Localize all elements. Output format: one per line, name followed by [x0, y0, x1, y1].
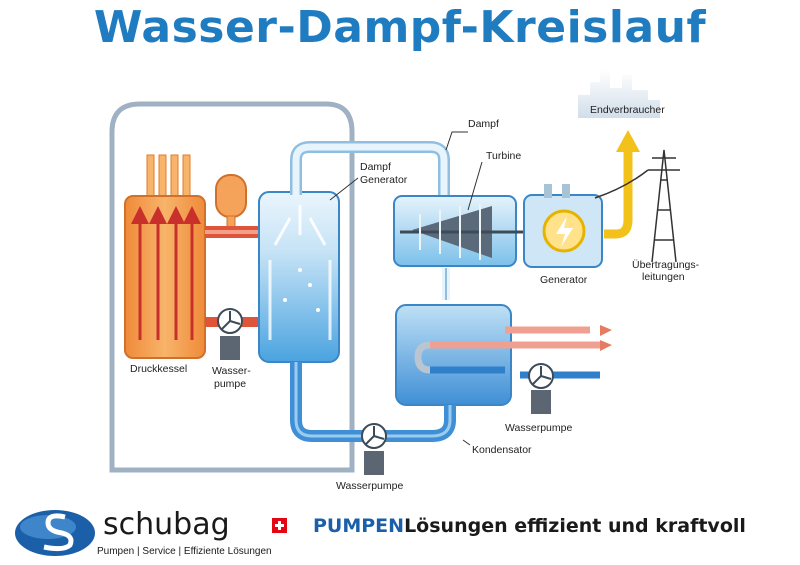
logo-wordmark: schubag [103, 507, 230, 542]
slogan: PUMPENLösungen effizient und kraftvoll [313, 515, 746, 537]
label-generator: Generator [540, 274, 588, 286]
logo-tagline: Pumpen | Service | Effiziente Lösungen [97, 546, 272, 557]
label-dampf: Dampf [468, 118, 499, 130]
label-kondensator: Kondensator [472, 444, 532, 456]
label-wasserpumpe-bottom: Wasserpumpe [336, 480, 403, 492]
electric-generator [523, 184, 603, 268]
label-dampf-generator-1: Dampf [360, 161, 391, 173]
label-dampf-generator-2: Generator [360, 174, 408, 186]
containment-building [109, 101, 355, 473]
slogan-rest: Lösungen effizient und kraftvoll [404, 515, 746, 537]
lightning-icon [556, 216, 573, 247]
slogan-highlight: PUMPEN [313, 515, 405, 537]
label-endverbraucher: Endverbraucher [590, 104, 665, 116]
page-title: Wasser-Dampf-Kreislauf [93, 2, 707, 53]
schubag-logo-swoosh-icon [15, 510, 95, 556]
label-wasserpumpe-1a: Wasser- [212, 365, 251, 377]
condenser [395, 304, 612, 406]
reactor-vessel [124, 154, 206, 359]
power-pylon-icon [594, 149, 680, 263]
turbine [393, 195, 530, 267]
power-line-arrow [604, 150, 633, 239]
fan-pump-icon [528, 363, 554, 414]
label-druckkessel: Druckkessel [130, 363, 187, 375]
fan-pump-icon [361, 423, 387, 475]
label-turbine: Turbine [486, 150, 521, 162]
label-uebertragung-1: Übertragungs- [632, 259, 700, 271]
label-wasserpumpe-right: Wasserpumpe [505, 422, 572, 434]
pressurizer [215, 174, 247, 231]
water-steam-cycle-diagram: Dampf Dampf Generator Turbine Endverbrau… [109, 70, 700, 492]
label-uebertragung-2: leitungen [642, 271, 685, 283]
swiss-cross-icon [272, 518, 287, 533]
fan-pump-icon [217, 308, 243, 360]
label-wasserpumpe-1b: pumpe [214, 378, 246, 390]
city-skyline-icon [578, 70, 660, 118]
